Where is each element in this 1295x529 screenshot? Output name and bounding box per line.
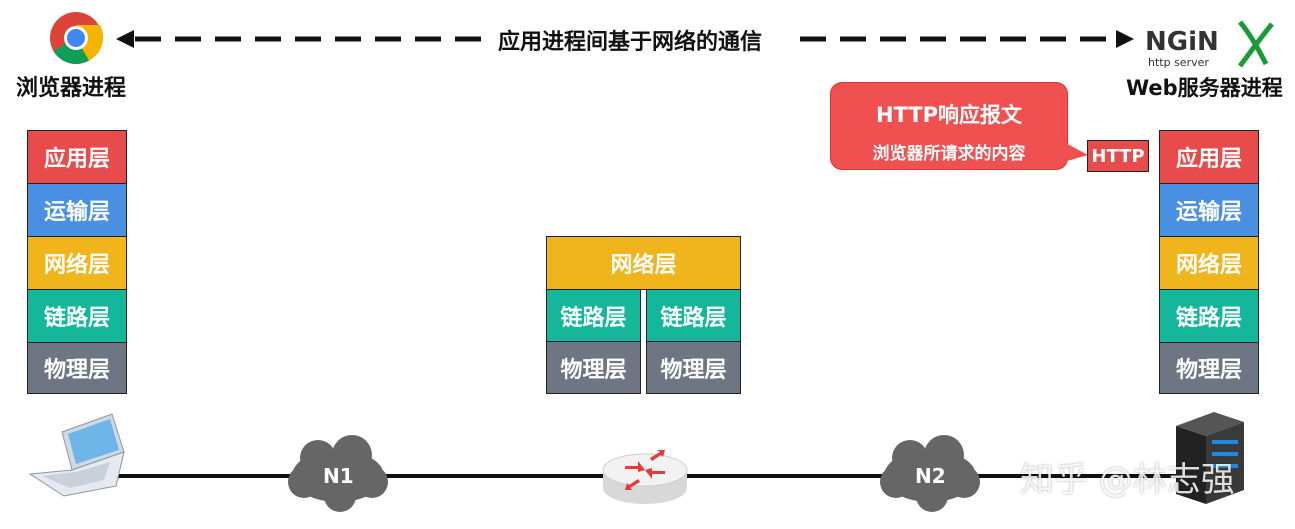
layer-physical: 物理层: [1159, 342, 1259, 394]
layer-application: 应用层: [1159, 130, 1259, 184]
server-caption: Web服务器进程: [1126, 76, 1283, 100]
callout-title: HTTP响应报文: [875, 103, 1023, 127]
server-icon: [1176, 412, 1244, 504]
laptop-icon: [28, 413, 125, 497]
callout-subtitle: 浏览器所请求的内容: [872, 144, 1026, 164]
layer-network: 网络层: [27, 236, 127, 290]
layer-physical-left: 物理层: [546, 341, 641, 394]
cloud-n1: [288, 435, 388, 512]
nginx-logo: NGiN http server: [1140, 14, 1290, 70]
http-tag: HTTP: [1087, 140, 1149, 172]
host-right-stack: 应用层 运输层 网络层 链路层 物理层: [1159, 130, 1259, 394]
layer-link-left: 链路层: [546, 289, 641, 342]
layer-physical: 物理层: [27, 342, 127, 394]
communication-label: 应用进程间基于网络的通信: [498, 30, 763, 55]
watermark: 知乎 @林志强: [1020, 460, 1235, 500]
layer-physical-right: 物理层: [646, 341, 741, 394]
network-n1-label: N1: [323, 464, 354, 488]
router-stack: 网络层 链路层 链路层 物理层 物理层: [546, 236, 741, 394]
svg-text:http server: http server: [1148, 56, 1209, 69]
network-topology: N1 N2: [28, 412, 1244, 512]
communication-arrow: [116, 30, 1134, 48]
network-n2-label: N2: [915, 464, 946, 488]
host-left-stack: 应用层 运输层 网络层 链路层 物理层: [27, 130, 127, 394]
layer-link: 链路层: [27, 289, 127, 343]
chrome-icon: [50, 12, 104, 64]
layer-link-right: 链路层: [646, 289, 741, 342]
layer-transport: 运输层: [27, 183, 127, 237]
router-icon: [602, 450, 688, 504]
callout-pointer: [1060, 140, 1088, 163]
layer-application: 应用层: [27, 130, 127, 184]
http-response-callout: HTTP响应报文 浏览器所请求的内容: [830, 82, 1068, 170]
layer-network: 网络层: [1159, 236, 1259, 290]
browser-caption: 浏览器进程: [16, 76, 127, 101]
cloud-n2: [880, 435, 980, 512]
layer-link: 链路层: [1159, 289, 1259, 343]
layer-transport: 运输层: [1159, 183, 1259, 237]
nginx-logo-text: NGiN: [1145, 27, 1219, 57]
layer-network: 网络层: [546, 236, 741, 290]
